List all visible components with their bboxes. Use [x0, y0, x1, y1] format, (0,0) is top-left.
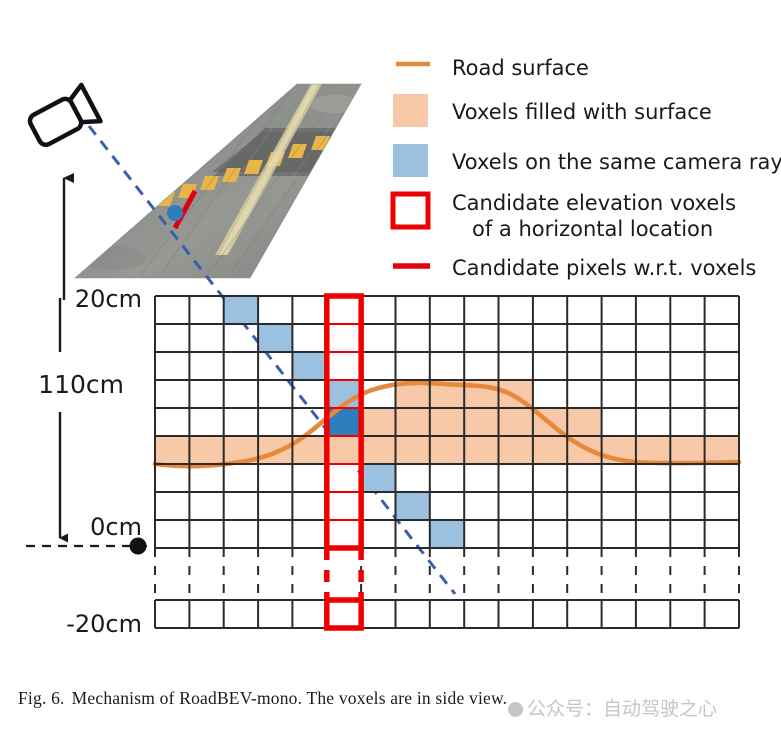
voxel-grid-bottom — [154, 599, 740, 629]
legend: Road surface Voxels filled with surface … — [390, 56, 781, 280]
legend-item-candidate-voxels: Candidate elevation voxels of a horizont… — [390, 191, 736, 241]
peach-square-icon — [393, 94, 428, 127]
camera-ray — [87, 125, 457, 595]
voxel-grid-gap — [154, 548, 740, 600]
legend-item-road-surface: Road surface — [396, 56, 589, 80]
elevation-axis — [26, 173, 155, 555]
legend-item-ray-voxels: Voxels on the same camera ray — [393, 144, 781, 177]
svg-text:of a horizontal location: of a horizontal location — [472, 217, 713, 241]
legend-item-filled-voxels: Voxels filled with surface — [393, 94, 712, 127]
svg-text:Voxels filled with surface: Voxels filled with surface — [452, 100, 712, 124]
camera-icon — [27, 82, 103, 147]
filled-voxel-layer — [155, 380, 739, 464]
svg-text:110cm: 110cm — [38, 370, 124, 399]
road-photo — [74, 83, 362, 279]
figure-caption: Fig. 6. Mechanism of RoadBEV-mono. The vo… — [18, 688, 778, 709]
blue-square-icon — [393, 144, 428, 177]
figure-number: Fig. 6. — [18, 688, 65, 708]
candidate-elevation-column — [324, 293, 364, 631]
svg-text:Candidate elevation voxels: Candidate elevation voxels — [452, 191, 736, 215]
svg-text:-20cm: -20cm — [66, 610, 142, 638]
svg-text:0cm: 0cm — [90, 513, 142, 541]
svg-text:Road surface: Road surface — [452, 56, 589, 80]
svg-text:Voxels on the same camera ray: Voxels on the same camera ray — [452, 150, 781, 174]
figure-caption-text: Mechanism of RoadBEV-mono. The voxels ar… — [71, 688, 508, 708]
candidate-pixel-marker — [167, 189, 198, 230]
svg-text:Candidate pixels w.r.t. voxels: Candidate pixels w.r.t. voxels — [452, 256, 756, 280]
red-outline-square-icon — [390, 191, 431, 230]
svg-text:20cm: 20cm — [75, 285, 142, 313]
legend-item-candidate-pixels: Candidate pixels w.r.t. voxels — [393, 256, 756, 280]
axis-labels: 20cm 110cm 0cm -20cm — [38, 285, 142, 638]
ray-voxel-layer — [223, 296, 465, 548]
